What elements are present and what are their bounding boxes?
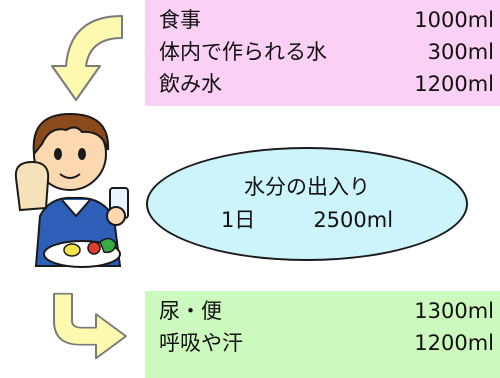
intake-row-drinking-water: 飲み水 1200ml [159,68,494,100]
output-amount: 1200ml [414,331,494,355]
balance-period: 1日 [220,208,256,232]
child-eating-illustration [14,112,129,268]
output-label: 呼吸や汗 [159,331,243,355]
balance-title: 水分の出入り [244,175,370,199]
output-box: 尿・便 1300ml 呼吸や汗 1200ml [145,291,500,378]
intake-box: 食事 1000ml 体内で作られる水 300ml 飲み水 1200ml [145,0,500,106]
intake-label: 体内で作られる水 [159,40,327,64]
intake-label: 飲み水 [159,72,222,96]
output-amount: 1300ml [414,299,494,323]
balance-total: 2500ml [313,208,394,232]
output-label: 尿・便 [159,299,222,323]
intake-label: 食事 [159,8,201,32]
intake-row-metabolic-water: 体内で作られる水 300ml [159,36,494,68]
intake-amount: 1200ml [414,72,494,96]
output-row-breath-sweat: 呼吸や汗 1200ml [159,327,494,359]
water-balance-ellipse: 水分の出入り 1日 2500ml [146,147,468,261]
intake-amount: 300ml [427,40,494,64]
curved-right-arrow-icon [53,292,127,360]
intake-amount: 1000ml [414,8,494,32]
balance-daily: 1日 2500ml [221,204,393,237]
curved-down-arrow-icon [51,15,123,101]
intake-row-food: 食事 1000ml [159,4,494,36]
output-row-urine-stool: 尿・便 1300ml [159,295,494,327]
